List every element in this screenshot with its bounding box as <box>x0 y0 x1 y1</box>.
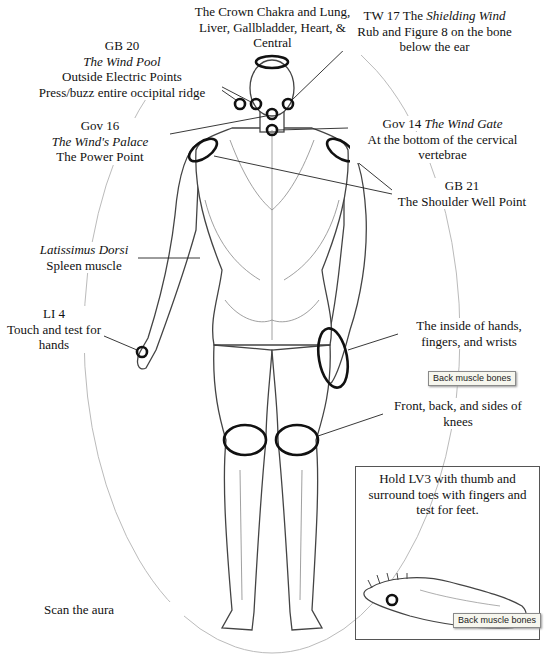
callout-label: Gov 16The Wind's PalaceThe Power Point <box>30 118 170 165</box>
callout-text: At the bottom of the cervical vertebrae <box>350 132 535 163</box>
callout-text: Front, back, and sides of knees <box>383 398 533 429</box>
callout-text: The inside of hands, fingers, and wrists <box>398 318 540 349</box>
callout-text: Spleen muscle <box>30 258 138 274</box>
callout-text: Scan the aura <box>44 602 184 618</box>
callout-text: The Wind's Palace <box>30 134 170 150</box>
callout-text: LI 4 <box>4 306 104 322</box>
callout-text: Rub and Figure 8 on the bone below the e… <box>352 24 517 55</box>
callout-text: Touch and test for hands <box>4 322 104 353</box>
node-text: Back muscle bones <box>433 373 511 384</box>
callout-label: TW 17 TheShielding WindRub and Figure 8 … <box>352 8 517 55</box>
point-markers <box>137 56 359 455</box>
callout-label: Latissimus DorsiSpleen muscle <box>30 242 138 273</box>
callout-label: The inside of hands, fingers, and wrists <box>398 318 540 349</box>
callout-label: Front, back, and sides of knees <box>383 398 533 429</box>
callout-text: Shielding Wind <box>426 8 505 23</box>
tooltip-box: Back muscle bones <box>428 371 516 386</box>
node-text: Hold LV3 with thumb and surround toes wi… <box>356 467 539 518</box>
callout-label: GB 20The Wind PoolOutside Electric Point… <box>22 38 222 100</box>
callout-text: Press/buzz entire occipital ridge <box>22 85 222 101</box>
callout-text: The Power Point <box>30 149 170 165</box>
callout-text: Latissimus Dorsi <box>30 242 138 258</box>
callout-text: The Shoulder Well Point <box>392 194 532 210</box>
tooltip-box: Back muscle bones <box>453 613 541 628</box>
callout-label: GB 21The Shoulder Well Point <box>392 178 532 209</box>
body-figure <box>138 60 367 630</box>
callout-label: LI 4Touch and test for hands <box>4 306 104 353</box>
callout-text: Outside Electric Points <box>22 69 222 85</box>
callout-text: Gov 16 <box>30 118 170 134</box>
callout-text: TW 17 The <box>364 8 423 23</box>
node-text: Back muscle bones <box>458 615 536 626</box>
callout-text: GB 21 <box>392 178 532 194</box>
callout-text: The Wind Pool <box>22 54 222 70</box>
callout-text: The Wind Gate <box>424 116 502 131</box>
callout-text: GB 20 <box>22 38 222 54</box>
callout-label: Gov 14The Wind GateAt the bottom of the … <box>350 116 535 163</box>
callout-label: Scan the aura <box>44 602 184 618</box>
leader-lines <box>104 44 398 436</box>
callout-text: Gov 14 <box>383 116 422 131</box>
